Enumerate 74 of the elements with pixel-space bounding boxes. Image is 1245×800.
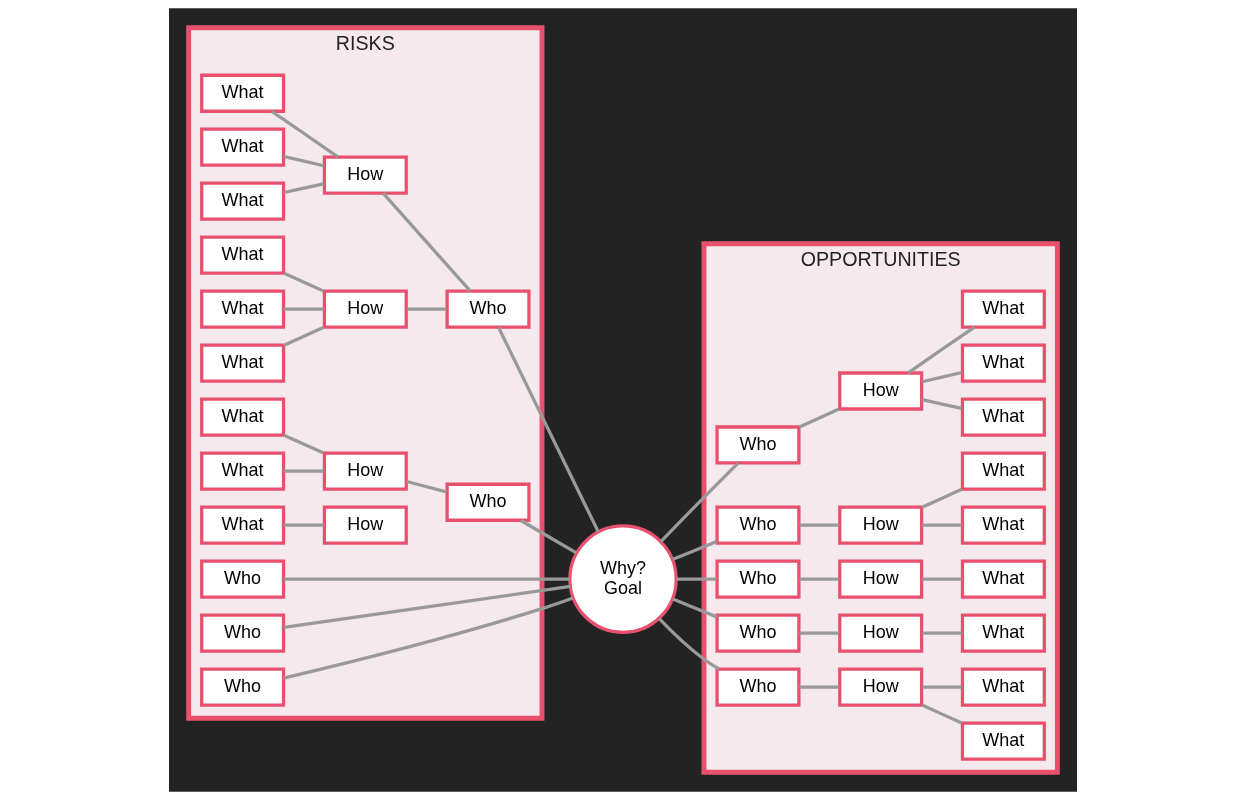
- connector: [496, 326, 600, 533]
- node-box: Who: [714, 667, 800, 707]
- connector: [282, 325, 324, 347]
- connector: [906, 326, 975, 375]
- connector: [798, 577, 839, 581]
- node-box: How: [837, 505, 923, 545]
- node-box: How: [837, 667, 923, 707]
- node-box: Who: [199, 559, 285, 599]
- node-box: Who: [714, 613, 800, 653]
- connector: [283, 307, 324, 311]
- connector: [283, 182, 324, 195]
- node-box: How: [322, 289, 408, 329]
- connector: [283, 523, 324, 527]
- connector: [921, 631, 962, 635]
- node-box: Who: [445, 482, 531, 522]
- connector: [283, 577, 570, 581]
- connector: [282, 433, 324, 455]
- connector: [519, 519, 577, 555]
- node-box: Who: [199, 613, 285, 653]
- connector: [282, 596, 573, 680]
- connector: [406, 307, 446, 311]
- connector: [405, 479, 447, 494]
- connector: [798, 407, 840, 429]
- node-box: What: [960, 559, 1046, 599]
- connector: [657, 617, 720, 671]
- connector: [282, 271, 324, 293]
- node-box: Who: [199, 667, 285, 707]
- connector: [921, 685, 962, 689]
- connector: [283, 154, 324, 168]
- connector: [920, 703, 962, 725]
- node-box: What: [199, 397, 285, 437]
- node-box: What: [199, 451, 285, 491]
- node-box: What: [199, 181, 285, 221]
- node-box: What: [199, 73, 285, 113]
- connector: [283, 584, 571, 630]
- connector: [921, 398, 962, 410]
- node-box: How: [837, 613, 923, 653]
- connector: [921, 577, 962, 581]
- node-box: What: [960, 343, 1046, 383]
- connector: [381, 192, 471, 293]
- connector: [676, 577, 716, 581]
- connector: [671, 539, 717, 561]
- node-box: What: [960, 505, 1046, 545]
- node-box: How: [322, 505, 408, 545]
- node-box: Who: [445, 289, 531, 329]
- node-box: What: [960, 397, 1046, 437]
- node-box: How: [837, 371, 923, 411]
- node-box: What: [960, 721, 1046, 761]
- connector: [920, 487, 962, 509]
- node-box: What: [199, 343, 285, 383]
- connector: [798, 523, 839, 527]
- node-box: How: [322, 451, 408, 491]
- node-box: What: [960, 451, 1046, 491]
- connector: [659, 462, 739, 543]
- node-box: Who: [714, 505, 800, 545]
- node-box: What: [199, 127, 285, 167]
- node-box: What: [960, 613, 1046, 653]
- connector: [921, 370, 962, 384]
- node-circle: Why? Goal: [567, 524, 678, 634]
- connector: [798, 631, 839, 635]
- node-box: What: [199, 505, 285, 545]
- node-box: Who: [714, 559, 800, 599]
- node-box: What: [199, 289, 285, 329]
- node-box: What: [960, 289, 1046, 329]
- node-box: What: [960, 667, 1046, 707]
- connector: [671, 597, 717, 619]
- node-box: Who: [714, 425, 800, 465]
- connector: [283, 469, 324, 473]
- node-box: How: [837, 559, 923, 599]
- node-box: What: [199, 235, 285, 275]
- connector: [270, 110, 339, 159]
- connector: [921, 523, 962, 527]
- connector: [798, 685, 839, 689]
- node-box: How: [322, 155, 408, 195]
